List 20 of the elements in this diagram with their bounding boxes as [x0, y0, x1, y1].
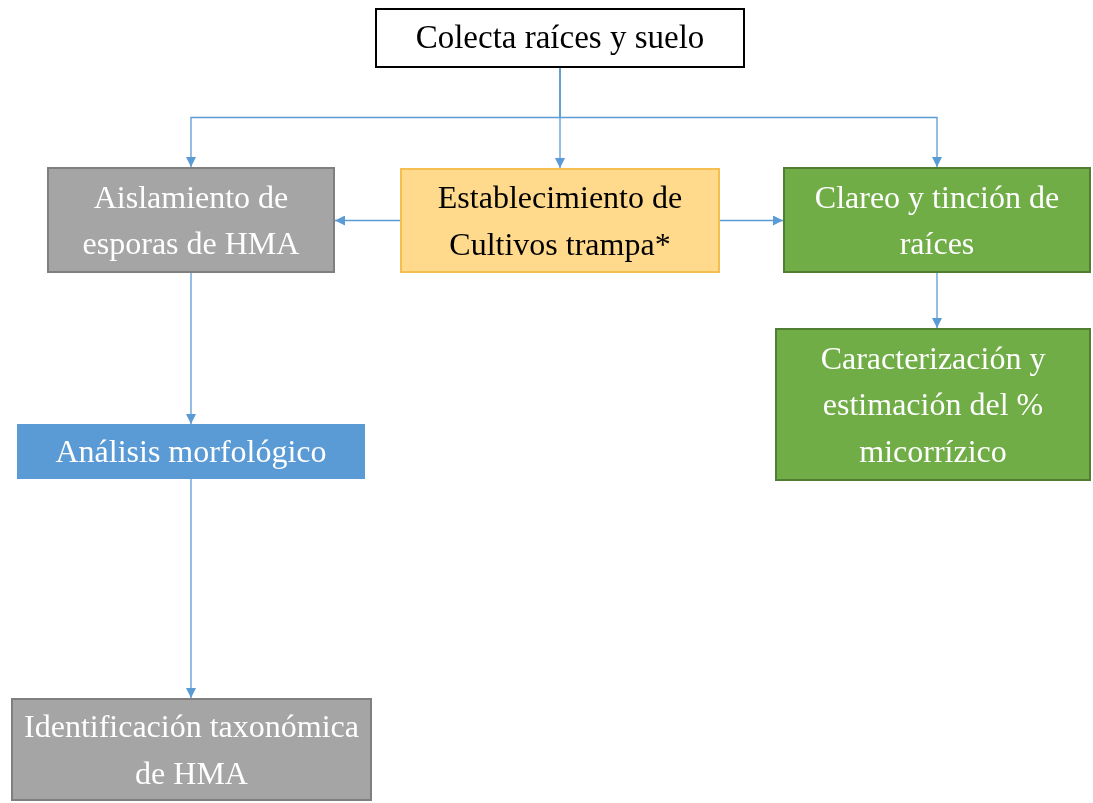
process-box [775, 328, 1091, 481]
process-box [11, 698, 372, 801]
arrow [186, 478, 196, 699]
process-box [400, 168, 720, 273]
process-box [47, 167, 335, 273]
box-label: Clareo y tinción de raíces [813, 177, 1061, 263]
box-label: Establecimiento de Cultivos trampa* [436, 178, 684, 264]
box-label: Aislamiento de esporas de HMA [81, 177, 301, 263]
arrow [719, 215, 784, 226]
arrow [559, 67, 942, 168]
box-label: Colecta raíces y suelo [415, 18, 705, 58]
box-label: Identificación taxonómica de HMA [23, 707, 360, 793]
process-box [375, 8, 745, 68]
arrow [932, 272, 942, 329]
box-label: Caracterización y estimación del % micorrízico [819, 338, 1047, 471]
process-box [783, 167, 1091, 273]
process-box [17, 424, 365, 479]
arrow [186, 272, 196, 425]
box-label: Análisis morfológico [55, 432, 327, 472]
arrow [334, 215, 401, 226]
